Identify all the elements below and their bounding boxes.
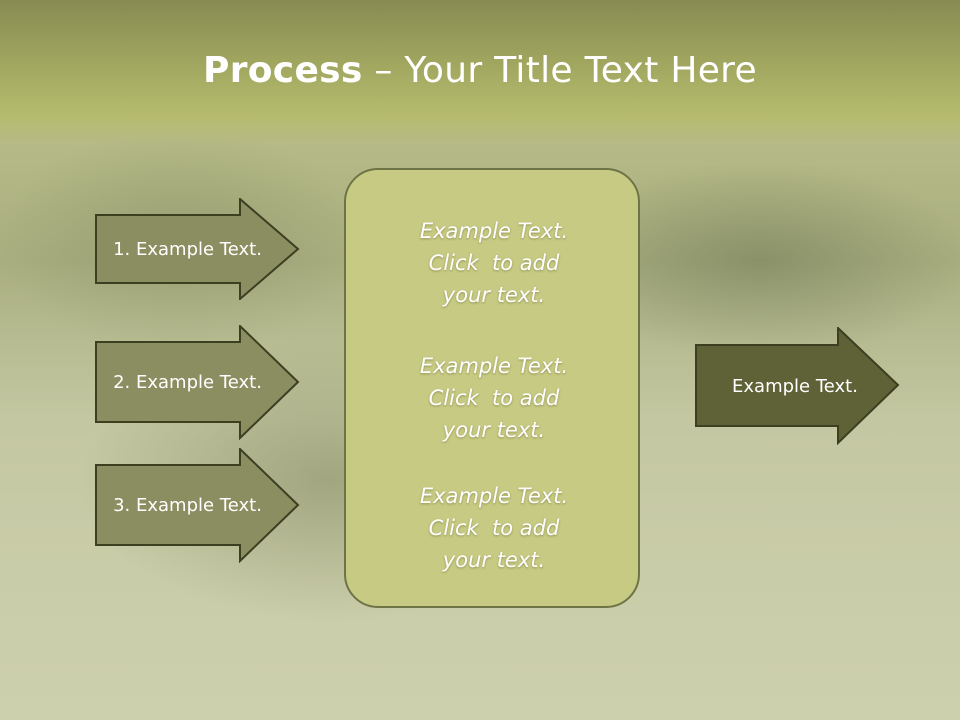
title-band [0, 0, 960, 145]
title-bold-text: Process [203, 50, 363, 91]
center-paragraph-3-line-1: Example Text. [419, 484, 569, 508]
left-arrow-1-label: 1. Example Text. [113, 238, 262, 260]
left-arrow-2-label: 2. Example Text. [113, 372, 262, 393]
arrow-shape-right [695, 327, 900, 445]
arrow-shape-3 [95, 448, 300, 563]
center-paragraph-1-line-1: Example Text. [419, 219, 569, 243]
title-rest-text: Your Title Text Here [404, 50, 757, 91]
center-paragraph-1-line-3: your text. [442, 283, 546, 307]
center-paragraph-2-line-3: your text. [442, 418, 546, 442]
right-arrow-label: Example Text. [732, 375, 858, 397]
center-paragraph-3-line-3: your text. [442, 548, 546, 572]
slide-title[interactable]: Process – Your Title Text Here [0, 50, 960, 91]
left-arrow-1[interactable]: 1. Example Text. [95, 198, 300, 300]
center-paragraph-2-line-1: Example Text. [419, 354, 569, 378]
center-paragraph-1-line-2: Click to add [428, 251, 560, 275]
center-paragraph-2-line-2: Click to add [428, 386, 560, 410]
center-text-box[interactable]: Example Text. Click to add your text. Ex… [344, 168, 640, 608]
center-paragraph-3-line-2: Click to add [428, 516, 560, 540]
center-paragraph-2[interactable]: Example Text. Click to add your text. [346, 350, 642, 446]
arrow-shape-2 [95, 325, 300, 440]
left-arrow-3[interactable]: 3. Example Text. [95, 448, 300, 563]
title-dash: – [362, 50, 405, 91]
center-paragraph-1[interactable]: Example Text. Click to add your text. [346, 215, 642, 311]
left-arrow-3-label: 3. Example Text. [113, 495, 262, 516]
left-arrow-2[interactable]: 2. Example Text. [95, 325, 300, 440]
arrow-shape-1 [95, 198, 300, 300]
right-arrow[interactable]: Example Text. [695, 327, 900, 445]
center-paragraph-3[interactable]: Example Text. Click to add your text. [346, 480, 642, 576]
